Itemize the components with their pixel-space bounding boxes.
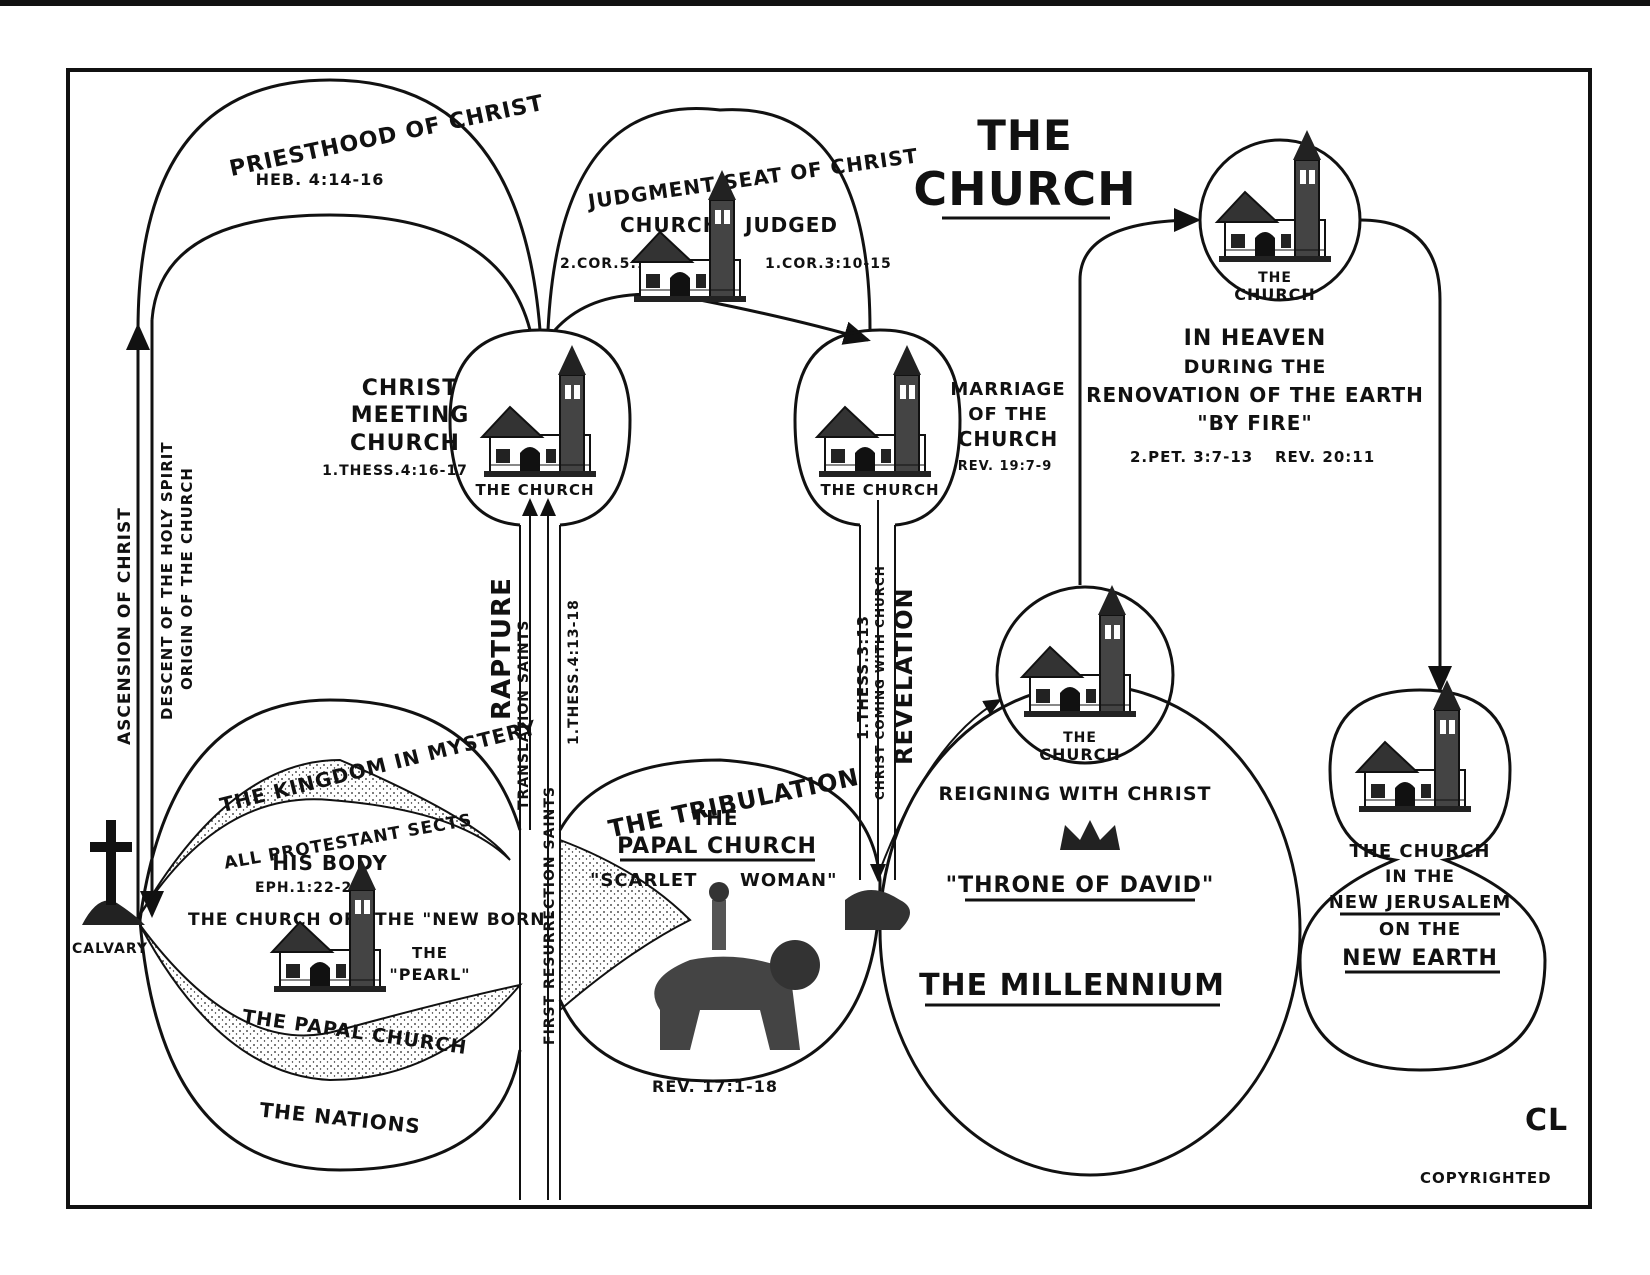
eph-label: EPH.1:22-23 [255,880,363,896]
marriage-1: MARRIAGE [950,379,1065,400]
kingdom-top-arc [138,698,522,921]
scarlet-woman-icon [712,900,726,950]
the-papal-1: THE [691,806,738,830]
church-of-label: THE CHURCH OF [188,910,357,930]
meeting-church-circle [448,328,632,527]
reign-church: CHURCH [1039,745,1121,764]
descent-label: DESCENT OF THE HOLY SPIRIT [158,441,176,720]
marriage-church-circle [793,328,962,527]
priesthood-inner-loop [150,213,532,331]
protestant-band [139,758,511,916]
beast-icon [654,956,800,1050]
ascension-label: ASCENSION OF CHRIST [115,507,135,745]
judgment-seat-label: JUDGMENT SEAT OF CHRIST [584,143,919,213]
revelation-label: REVELATION [890,587,918,765]
crown-icon [1060,820,1120,850]
pearl-1: THE [412,944,448,962]
church-judged-right: JUDGED [743,213,838,237]
papal-band [139,924,523,1082]
church-building-icon [816,344,932,478]
top-border-bar [0,0,1650,6]
to-heaven-line [1078,208,1201,585]
to-new-earth-line [1359,218,1452,693]
pet3-label: 2.PET. 3:7-13 [1130,448,1253,466]
translation-saints-label: TRANSLATION SAINTS [516,620,532,810]
first-resurrection-label: FIRST RESURRECTION SAINTS [542,786,558,1045]
marriage-2: OF THE [968,404,1048,425]
renovation: RENOVATION OF THE EARTH [1086,383,1424,407]
the-church-label: THE CHURCH [475,481,594,499]
reign-the: THE [1063,730,1097,746]
by-fire: "BY FIRE" [1197,411,1313,435]
nj-4: ON THE [1379,919,1461,940]
rev20-label: REV. 20:11 [1275,448,1375,466]
calvary-hill [82,900,145,925]
throne-label: "THRONE OF DAVID" [946,873,1215,898]
origin-label: ORIGIN OF THE CHURCH [178,467,196,690]
rev19-label: REV. 19:7-9 [958,459,1053,474]
to-reign-arrow [879,699,1002,871]
pearl-2: "PEARL" [389,965,470,984]
papal-into-tribulation [559,838,692,1013]
thess313-label: 1.THESS.3:13 [854,615,872,740]
cross-icon [106,820,116,905]
reigning-label: REIGNING WITH CHRIST [938,783,1211,805]
cloud-icon [845,890,910,930]
woman-label: WOMAN" [740,870,837,891]
copyrighted-label: COPYRIGHTED [1420,1169,1552,1187]
cor3-label: 1.COR.3:10-15 [765,256,892,272]
nj-5: NEW EARTH [1342,946,1498,971]
christ-meeting-1: CHRIST [362,376,459,401]
christ-meeting-3: CHURCH [350,431,460,456]
church-judged-left: CHURCH [620,213,720,237]
judgment-seat-loop [546,107,872,331]
thess413-label: 1.THESS.4:13-18 [566,599,582,745]
title-the: THE [977,111,1073,160]
marriage-3: CHURCH [958,427,1058,451]
thess4-label: 1.THESS.4:16-17 [322,463,468,479]
millennium-label: THE MILLENNIUM [919,968,1225,1003]
church-building-icon [1021,584,1137,718]
christ-meeting-2: MEETING [351,403,470,428]
the-papal-2: PAPAL CHURCH [617,834,817,859]
nations-label: THE NATIONS [258,1098,422,1139]
church-building-icon [1356,679,1472,813]
nations-bottom-arc [138,919,522,1172]
monogram: CL [1525,1103,1568,1138]
rapture-label: RAPTURE [487,577,517,720]
outer-frame [66,68,1592,1209]
new-jerusalem-shape [1298,688,1547,1072]
the-church-label-2: THE CHURCH [820,481,939,499]
church-building-icon [1216,129,1332,263]
heb-label: HEB. 4:14-16 [256,170,385,189]
nj-1: THE CHURCH [1350,841,1491,862]
heaven-the: THE [1258,270,1292,286]
christ-coming-label: CHRIST COMING WITH CHURCH [873,565,887,800]
rev17-label: REV. 17:1-18 [652,1077,778,1096]
priesthood-label: PRIESTHOOD OF CHRIST [227,91,546,182]
church-building-icon [481,344,597,478]
title-church: CHURCH [913,162,1136,216]
his-body-label: HIS BODY [272,851,387,875]
during-the: DURING THE [1184,356,1327,378]
nj-3: NEW JERUSALEM [1329,892,1512,913]
reigning-church-circle [995,585,1175,765]
new-born-label: THE "NEW BORN" [375,910,555,930]
priesthood-outer-loop [136,78,542,331]
lion-head-icon [770,940,820,990]
tribulation-circle [558,758,882,1083]
calvary-label: CALVARY [72,941,148,957]
in-heaven: IN HEAVEN [1184,326,1327,351]
scarlet-label: "SCARLET [590,870,697,891]
nj-2: IN THE [1385,867,1455,887]
heaven-church: CHURCH [1234,285,1316,304]
tribulation-label: THE TRIBULATION [606,763,862,844]
